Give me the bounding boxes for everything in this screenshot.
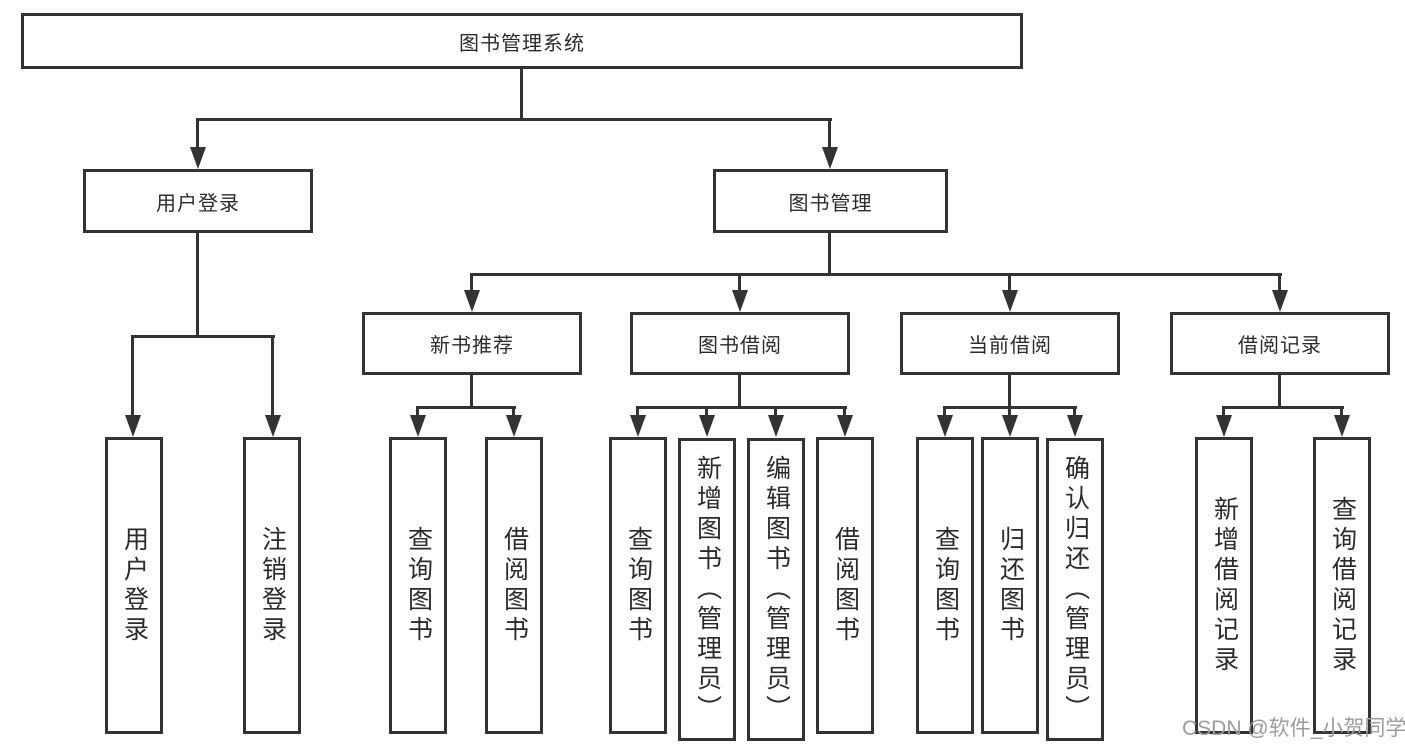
connector-line [1278,273,1281,292]
node-leaf-query-books: 查询图书 [916,437,974,734]
arrowhead-down-icon [630,415,646,437]
arrowhead-down-icon [190,147,206,169]
node-book-borrowing: 图书借阅 [630,312,850,375]
connector-line [738,375,741,409]
node-label: 借阅图书 [500,525,529,646]
connector-line [1340,406,1343,417]
node-leaf-confirm-return-admin: 确认归还（管理员） [1046,438,1104,741]
connector-line [197,118,832,121]
connector-line [416,406,419,417]
arrowhead-down-icon [1216,415,1232,437]
arrowhead-down-icon [506,415,522,437]
node-label: 用户登录 [120,525,149,646]
node-label: 注销登录 [258,525,287,646]
node-label: 借阅图书 [831,525,860,646]
arrowhead-down-icon [464,290,480,312]
node-leaf-logout: 注销登录 [243,437,301,734]
arrowhead-down-icon [732,290,748,312]
connector-line [416,406,516,409]
connector-line [828,118,831,150]
connector-line [774,406,777,417]
node-label: 查询图书 [624,525,653,646]
connector-line [196,233,199,338]
node-user-login: 用户登录 [83,169,313,233]
arrowhead-down-icon [1334,415,1350,437]
arrowhead-down-icon [125,415,141,437]
node-label: 借阅记录 [1238,335,1322,357]
node-label: 当前借阅 [968,335,1052,357]
node-new-book-recommend: 新书推荐 [362,312,582,375]
node-label: 用户登录 [156,192,240,215]
arrowhead-down-icon [1067,415,1083,437]
arrowhead-down-icon [837,415,853,437]
connector-line [1008,375,1011,409]
connector-line [512,406,515,417]
arrowhead-down-icon [937,415,953,437]
connector-line [271,335,274,416]
connector-line [520,69,523,121]
node-label: 新增图书（管理员） [693,454,722,725]
node-label: 归还图书 [996,525,1025,646]
node-leaf-borrow-books: 借阅图书 [485,437,543,734]
connector-line [470,375,473,409]
node-book-management: 图书管理 [713,169,948,233]
node-label: 图书管理 [788,192,873,215]
arrowhead-down-icon [1002,415,1018,437]
node-leaf-user-login: 用户登录 [105,437,163,734]
node-label: 查询图书 [931,525,960,646]
node-label: 图书管理系统 [459,32,585,55]
connector-line [1222,406,1225,417]
connector-line [828,233,831,276]
node-leaf-add-borrow-record: 新增借阅记录 [1195,437,1253,734]
connector-line [470,273,473,292]
node-label: 编辑图书（管理员） [762,454,791,725]
node-leaf-query-books: 查询图书 [389,437,447,734]
connector-line [131,335,134,416]
watermark: CSDN @软件_小贺同学 [1182,717,1405,740]
arrowhead-down-icon [768,415,784,437]
connector-line [470,273,1282,276]
node-label: 查询图书 [404,525,433,646]
arrowhead-down-icon [410,415,426,437]
arrowhead-down-icon [1002,290,1018,312]
node-borrowing-records: 借阅记录 [1170,312,1390,375]
connector-line [131,335,275,338]
connector-line [1008,273,1011,292]
connector-line [705,406,708,417]
node-label: 图书借阅 [698,335,782,357]
node-leaf-query-borrow-record: 查询借阅记录 [1313,437,1371,734]
node-label: 确认归还（管理员） [1061,454,1090,725]
node-leaf-query-books: 查询图书 [609,437,667,734]
node-label: 新增借阅记录 [1210,495,1239,676]
connector-line [1073,406,1076,417]
connector-line [1278,375,1281,409]
node-leaf-return-books: 归还图书 [981,437,1039,734]
connector-line [636,406,847,409]
connector-line [738,273,741,292]
node-current-borrowing: 当前借阅 [900,312,1120,375]
arrowhead-down-icon [265,415,281,437]
node-library-system: 图书管理系统 [21,13,1023,69]
arrowhead-down-icon [699,415,715,437]
node-leaf-borrow-books: 借阅图书 [816,437,874,734]
connector-line [843,406,846,417]
arrowhead-down-icon [822,147,838,169]
connector-line [943,406,946,417]
arrowhead-down-icon [1272,290,1288,312]
connector-line [636,406,639,417]
node-label: 新书推荐 [430,335,514,357]
connector-line [196,118,199,150]
node-leaf-add-books-admin: 新增图书（管理员） [678,438,736,741]
node-label: 查询借阅记录 [1328,495,1357,676]
connector-line [1008,406,1011,417]
node-leaf-edit-books-admin: 编辑图书（管理员） [747,438,805,741]
connector-line [1222,406,1344,409]
